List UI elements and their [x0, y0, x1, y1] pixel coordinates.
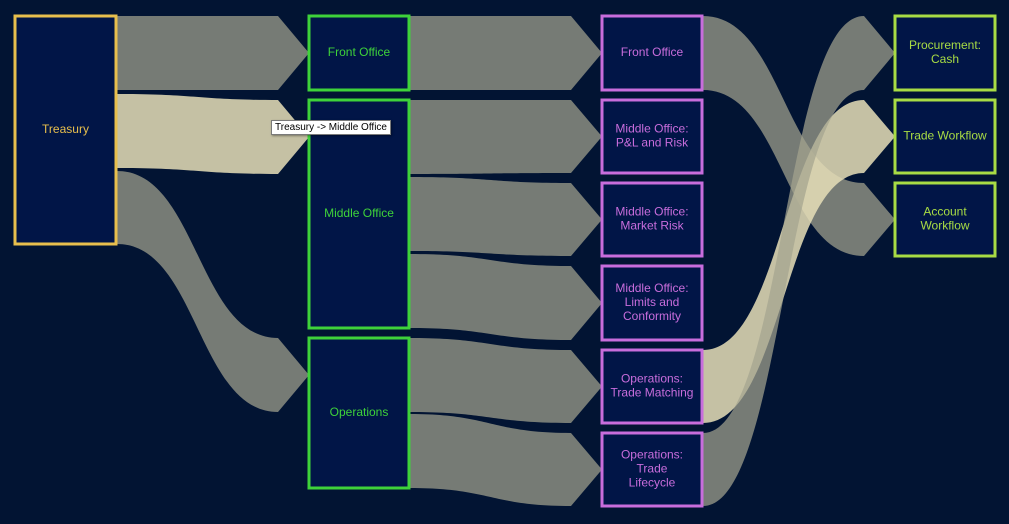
node-label: Middle Office:	[615, 281, 688, 295]
link-middle-office-to-mo-limits[interactable]	[410, 254, 602, 340]
link-treasury-to-front-office[interactable]	[117, 16, 309, 90]
node-box	[600, 181, 704, 258]
node-label: Market Risk	[620, 219, 684, 233]
node-trade-workflow[interactable]: Trade Workflow	[893, 98, 997, 175]
node-label: Conformity	[623, 309, 681, 323]
node-box	[893, 181, 997, 258]
node-box	[600, 348, 704, 425]
node-label: Middle Office:	[615, 205, 688, 219]
link-treasury-to-middle-office[interactable]	[117, 94, 309, 174]
node-label: Treasury	[42, 122, 89, 136]
node-box	[307, 336, 411, 490]
node-label: P&L and Risk	[616, 136, 689, 150]
node-label: Trade	[637, 462, 668, 476]
node-fo-front-office[interactable]: Front Office	[600, 14, 704, 92]
node-middle-office[interactable]: Middle Office	[307, 98, 411, 330]
node-box	[893, 98, 997, 175]
node-treasury[interactable]: Treasury	[13, 14, 118, 246]
link-middle-office-to-mo-market-risk[interactable]	[410, 177, 602, 256]
link-tooltip: Treasury -> Middle Office	[271, 120, 391, 135]
node-label: Lifecycle	[629, 476, 676, 490]
node-box	[13, 14, 118, 246]
node-box	[600, 264, 704, 342]
node-label: Procurement:	[909, 38, 981, 52]
node-mo-market-risk[interactable]: Middle Office:Market Risk	[600, 181, 704, 258]
node-label: Cash	[931, 52, 959, 66]
node-box	[600, 98, 704, 175]
node-ops-trade-matching[interactable]: Operations:Trade Matching	[600, 348, 704, 425]
link-ops-trade-matching-to-trade-workflow[interactable]	[703, 100, 895, 423]
link-front-office-to-fo-front-office[interactable]	[410, 16, 602, 90]
node-label: Middle Office	[324, 206, 394, 220]
node-label: Workflow	[920, 219, 969, 233]
node-box	[307, 14, 411, 92]
link-ops-trade-lifecycle-to-procurement-cash[interactable]	[703, 16, 895, 506]
node-label: Operations:	[621, 448, 683, 462]
node-label: Trade Matching	[611, 386, 694, 400]
link-operations-to-ops-trade-matching[interactable]	[410, 338, 602, 423]
node-label: Front Office	[621, 45, 684, 59]
node-front-office[interactable]: Front Office	[307, 14, 411, 92]
link-operations-to-ops-trade-lifecycle[interactable]	[410, 414, 602, 506]
node-procurement-cash[interactable]: Procurement:Cash	[893, 14, 997, 92]
node-box	[893, 14, 997, 92]
node-label: Front Office	[328, 45, 391, 59]
node-label: Trade Workflow	[903, 129, 987, 143]
link-fo-front-office-to-account-workflow[interactable]	[703, 16, 895, 256]
link-middle-office-to-mo-pl-risk[interactable]	[410, 100, 602, 174]
node-box	[307, 98, 411, 330]
node-mo-pl-risk[interactable]: Middle Office:P&L and Risk	[600, 98, 704, 175]
node-label: Account	[923, 205, 967, 219]
node-box	[600, 431, 704, 508]
node-label: Middle Office:	[615, 122, 688, 136]
node-label: Operations:	[621, 372, 683, 386]
node-operations[interactable]: Operations	[307, 336, 411, 490]
node-box	[600, 14, 704, 92]
node-label: Limits and	[625, 295, 680, 309]
link-treasury-to-operations[interactable]	[117, 171, 309, 412]
node-label: Operations	[330, 405, 389, 419]
links-layer	[117, 16, 895, 506]
